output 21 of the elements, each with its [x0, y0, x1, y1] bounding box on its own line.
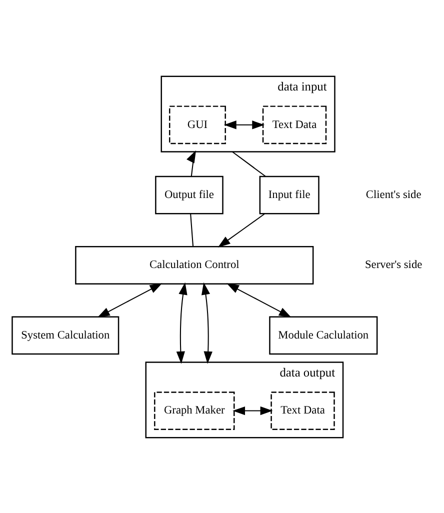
arrow [218, 213, 265, 247]
node-box: Text Data [262, 105, 327, 144]
arrow [176, 282, 188, 364]
arrow [201, 282, 212, 364]
label: Client's side [366, 188, 422, 200]
label: Server's side [364, 258, 422, 271]
arrow [226, 282, 292, 317]
node-box: GUI [169, 105, 226, 144]
node-box: Calculation Control [75, 246, 314, 284]
node-box: Text Data [270, 391, 335, 430]
arrow [97, 282, 162, 317]
connector [190, 213, 194, 246]
node-box: Module Caclulation [269, 316, 378, 354]
node-box: Output file [155, 175, 224, 214]
node-box: Input file [259, 175, 320, 214]
node-box: Graph Maker [154, 391, 235, 430]
arrow [232, 406, 273, 415]
node-box: System Calculation [12, 316, 120, 354]
arrow [186, 150, 196, 176]
connector [232, 150, 266, 176]
arrow [224, 120, 265, 129]
